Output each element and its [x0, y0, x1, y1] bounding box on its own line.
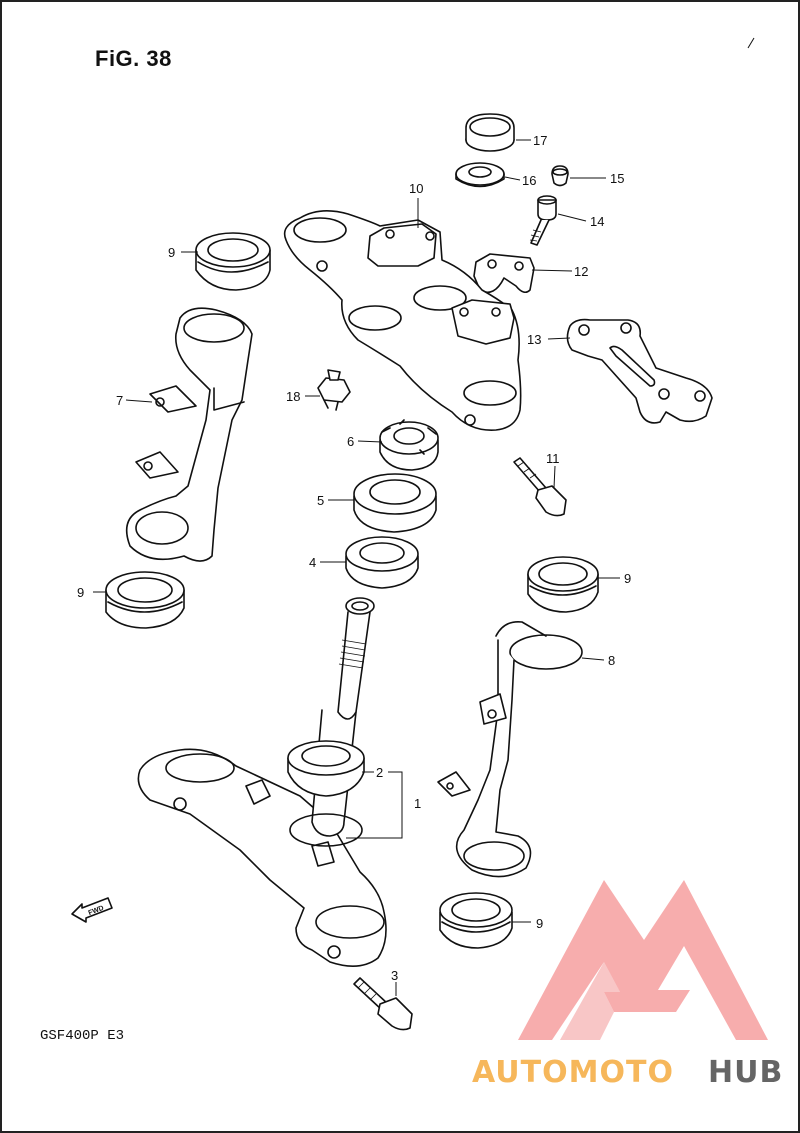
model-code: GSF400P E3 [40, 1028, 125, 1044]
part-16-washer [455, 162, 505, 188]
part-3-bolt [353, 977, 413, 1031]
part-label-11: 11 [546, 451, 560, 466]
part-9-boot-lower-left [105, 571, 185, 629]
part-2-bearing [287, 740, 365, 797]
part-10-upper-bracket [283, 210, 522, 431]
part-5-seal [353, 473, 437, 533]
part-13-handle-bracket [566, 318, 713, 424]
part-14-bolt [529, 195, 557, 246]
watermark-text-automoto: AUTOMOTO [472, 1055, 674, 1090]
corner-mark [747, 37, 755, 49]
part-label-4: 4 [309, 555, 316, 570]
figure-title: FiG. 38 [95, 46, 172, 71]
part-label-1: 1 [414, 796, 421, 811]
part-label-18: 18 [286, 389, 300, 404]
part-label-15: 15 [610, 171, 624, 186]
part-label-10: 10 [409, 181, 423, 196]
part-6-nut [379, 419, 439, 471]
part-label-5: 5 [317, 493, 324, 508]
part-label-9-upper-left: 9 [168, 245, 175, 260]
part-9-boot-right-lower [439, 892, 513, 949]
part-label-7: 7 [116, 393, 123, 408]
part-label-9-right-upper: 9 [624, 571, 631, 586]
part-label-9-right-lower: 9 [536, 916, 543, 931]
part-17-cap [465, 113, 515, 152]
part-7-fork-bracket [125, 307, 253, 562]
part-label-14: 14 [590, 214, 604, 229]
part-label-13: 13 [527, 332, 541, 347]
part-label-16: 16 [522, 173, 536, 188]
part-label-17: 17 [533, 133, 547, 148]
part-label-3: 3 [391, 968, 398, 983]
fwd-arrow-icon: FWD [71, 897, 113, 923]
watermark-text-hub: HUB [708, 1055, 783, 1090]
part-4-bearing [345, 536, 419, 589]
part-label-9-lower-left: 9 [77, 585, 84, 600]
part-label-2: 2 [376, 765, 383, 780]
part-8-fork-bracket [437, 620, 583, 878]
part-label-12: 12 [574, 264, 588, 279]
watermark-logo: AUTOMOTO HUB [472, 880, 783, 1090]
part-label-6: 6 [347, 434, 354, 449]
part-15-plug [551, 165, 569, 187]
part-9-boot-upper-left [195, 232, 271, 291]
part-18-damper [317, 369, 351, 411]
leader-lines [93, 139, 620, 996]
part-labels: 1 2 3 4 5 6 7 8 9 9 9 9 10 11 12 13 14 1… [77, 133, 631, 983]
part-label-8: 8 [608, 653, 615, 668]
part-11-bolt [513, 457, 567, 517]
part-9-boot-right-upper [527, 556, 599, 613]
part-12-clamp [473, 253, 535, 294]
